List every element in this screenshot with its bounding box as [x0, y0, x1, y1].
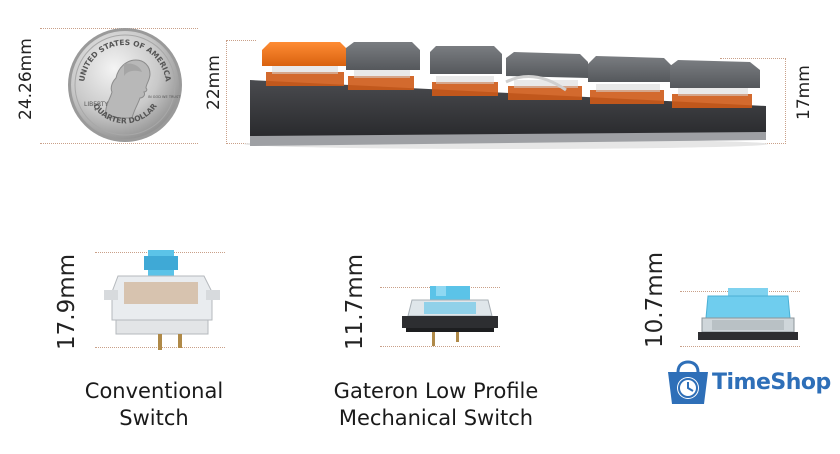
coin-motto: IN GOD WE TRUST	[148, 95, 181, 99]
keyboard-front-height-label: 22mm	[204, 55, 224, 110]
keyboard-front-dimension-box	[226, 40, 256, 144]
timeshop-bag-icon	[668, 360, 708, 404]
low-profile-switch-image	[402, 286, 498, 346]
switch3-image	[698, 288, 798, 340]
coin-liberty: LIBERTY	[84, 101, 108, 108]
switch3-height-label: 10.7mm	[642, 251, 668, 348]
switch2-caption: Gateron Low Profile Mechanical Switch	[316, 378, 556, 432]
quarter-coin-image: UNITED STATES OF AMERICA QUARTER DOLLAR …	[68, 28, 182, 142]
keyboard-back-height-label: 17mm	[794, 65, 814, 120]
switch2-height-label: 11.7mm	[342, 253, 368, 350]
switch1-caption-line1: Conventional	[84, 379, 224, 403]
switch1-caption-line2: Switch	[119, 406, 189, 430]
switch2-caption-line1: Gateron Low Profile	[333, 379, 539, 403]
switch1-height-label: 17.9mm	[54, 253, 80, 350]
quarter-height-label: 24.26mm	[16, 38, 36, 120]
conventional-switch-image	[104, 250, 220, 350]
timeshop-logo-text: TimeShop	[712, 370, 831, 395]
keyboard-profile-image	[244, 42, 768, 149]
switch1-caption: Conventional Switch	[64, 378, 244, 432]
switch2-caption-line2: Mechanical Switch	[338, 406, 534, 430]
